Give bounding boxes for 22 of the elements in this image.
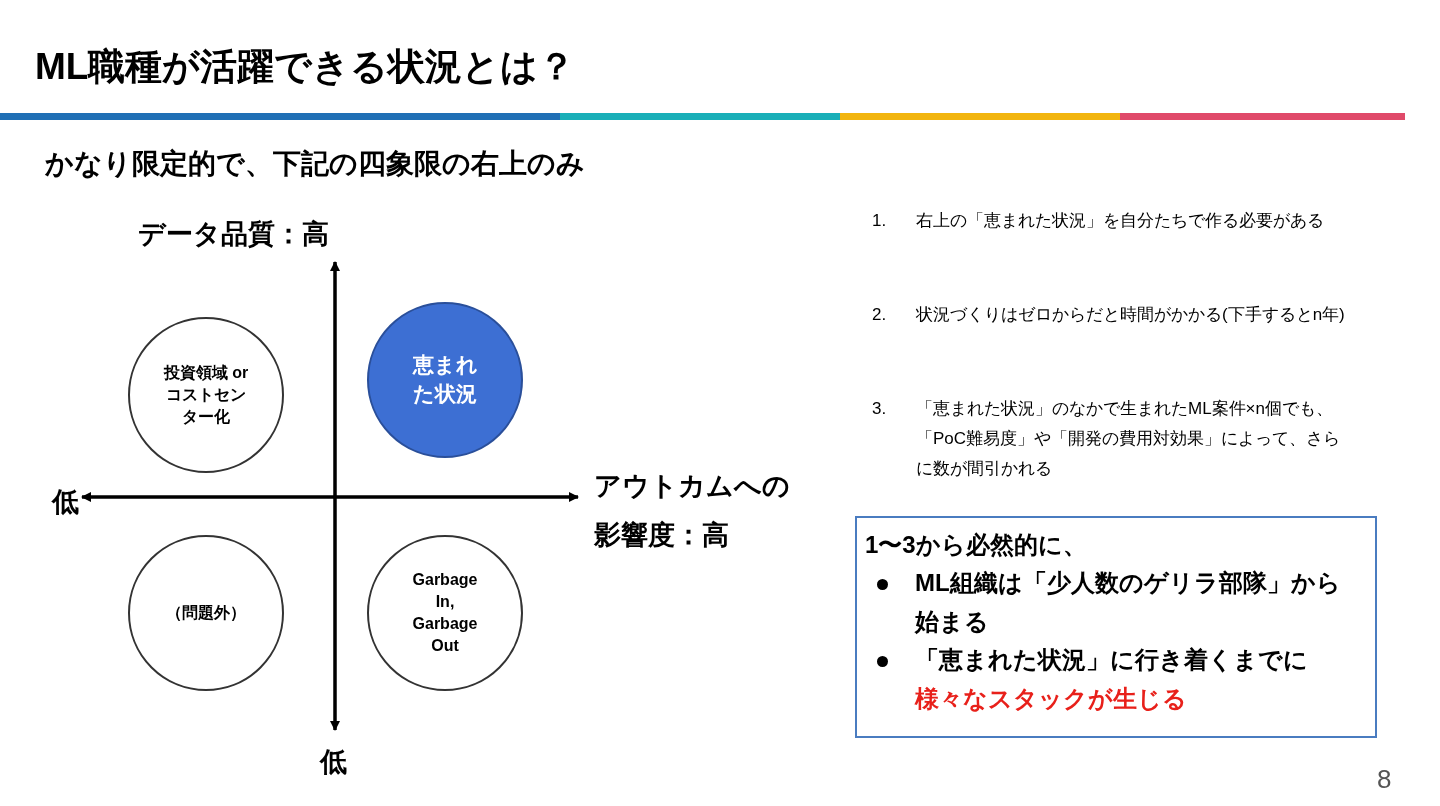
list-number: 2.	[872, 304, 888, 326]
summary-box	[855, 516, 1377, 738]
subtitle: かなり限定的で、下記の四象限の右上のみ	[45, 147, 585, 181]
list-item: 右上の「恵まれた状況」を自分たちで作る必要がある	[916, 210, 1325, 232]
circle-text: 投資領域 or コストセンター化	[162, 363, 250, 427]
list-item: 「恵まれた状況」のなかで生まれたML案件×n個でも、「PoC難易度」や「開発の費用対効果」によって、さらに数が間引かれる	[916, 398, 1342, 480]
emphasis-text: 様々なスタックが生じる	[915, 683, 1188, 714]
page-number: 8	[1377, 763, 1392, 796]
list-number: 1.	[872, 210, 888, 232]
list-item: 状況づくりはゼロからだと時間がかかる(下手するとn年)	[916, 304, 1346, 326]
axis-label: 低	[320, 746, 347, 779]
bullet-text: 「恵まれた状況」に行き着くまでに	[915, 645, 1309, 676]
axis-label: 低	[52, 486, 79, 519]
axis-label: データ品質：高	[138, 218, 329, 251]
summary-heading: 1〜3から必然的に、	[865, 530, 1088, 560]
bullet-text: ML組織は「少人数のゲリラ部隊」から始まる	[915, 568, 1342, 637]
circle-text: （問題外）	[166, 603, 246, 623]
circle-text: 恵まれた状況	[411, 352, 479, 407]
slide-title: ML職種が活躍できる状況とは？	[35, 45, 576, 89]
circle-text: Garbage In, Garbage Out	[411, 570, 479, 656]
axis-label: アウトカムへの影響度：高	[594, 470, 791, 552]
list-number: 3.	[872, 398, 888, 420]
